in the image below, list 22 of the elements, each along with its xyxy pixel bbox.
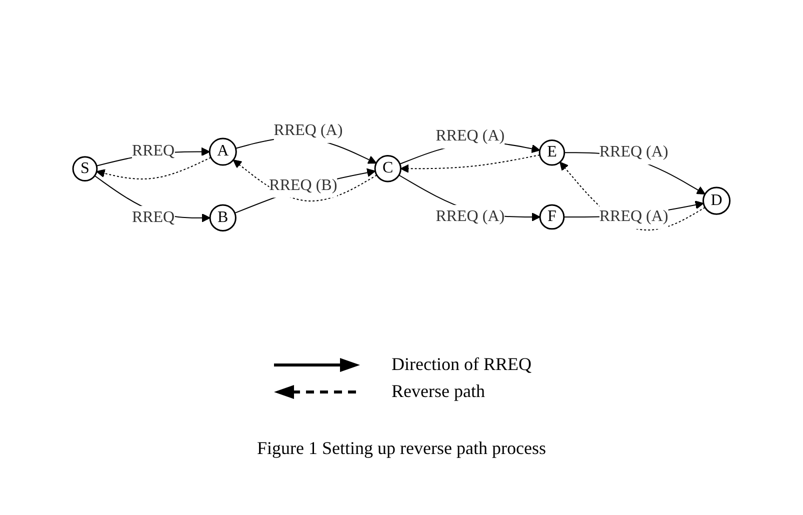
node-circle: B bbox=[209, 204, 237, 232]
edge-label: RREQ (A) bbox=[599, 208, 668, 226]
node-circle: C bbox=[374, 155, 402, 182]
figure-caption: Figure 1 Setting up reverse path process bbox=[257, 438, 546, 459]
node-circle: F bbox=[539, 204, 565, 230]
legend-text: Reverse path bbox=[392, 381, 485, 402]
arrow bbox=[400, 154, 540, 174]
edge-label: RREQ (A) bbox=[274, 122, 343, 140]
arrow bbox=[234, 168, 376, 214]
legend-text: Direction of RREQ bbox=[392, 354, 532, 375]
node-circle: A bbox=[208, 138, 237, 166]
edge-label: RREQ (A) bbox=[436, 208, 505, 226]
arrow bbox=[96, 157, 212, 180]
node-circle: D bbox=[702, 186, 731, 215]
edge-label: RREQ (B) bbox=[269, 176, 338, 194]
edge-label: RREQ bbox=[132, 209, 175, 226]
edge-label: RREQ (A) bbox=[436, 128, 505, 145]
arrow bbox=[233, 160, 378, 202]
node-circle: S bbox=[72, 156, 98, 182]
edge-label: RREQ (A) bbox=[599, 144, 668, 161]
edge-label: RREQ bbox=[132, 142, 175, 160]
node-circle: E bbox=[538, 140, 566, 166]
